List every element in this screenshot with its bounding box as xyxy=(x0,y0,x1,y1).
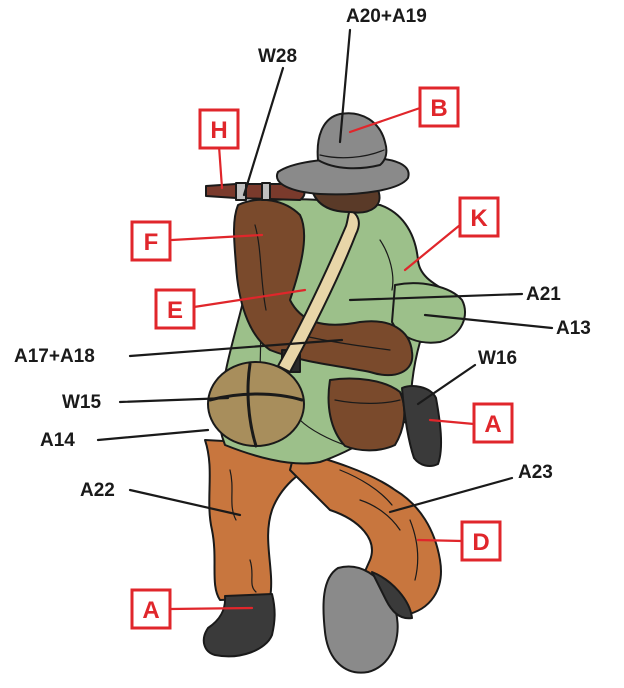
label-a17-a18: A17+A18 xyxy=(14,346,95,367)
leader-a22 xyxy=(128,488,242,517)
leader-a-bottom xyxy=(168,606,254,611)
haversack xyxy=(327,377,406,452)
leader-f xyxy=(170,233,264,242)
leader-a20-a19 xyxy=(338,28,352,144)
right-trouser-leg xyxy=(289,449,442,616)
box-e: E xyxy=(154,288,196,330)
leader-b xyxy=(348,106,422,134)
box-a-right: A xyxy=(472,402,514,444)
label-w28: W28 xyxy=(258,46,297,67)
label-w15: W15 xyxy=(62,392,102,413)
label-w16: W16 xyxy=(478,348,517,369)
leader-d xyxy=(416,538,464,543)
box-a-right-label: A xyxy=(484,411,501,438)
leader-w15 xyxy=(118,396,230,404)
box-d: D xyxy=(460,520,502,562)
soldier-illustration xyxy=(202,112,467,674)
hat-band xyxy=(319,149,385,159)
right-boot-heel xyxy=(371,571,413,620)
box-b-label: B xyxy=(430,95,447,122)
rifle-band-2 xyxy=(261,182,271,201)
part-labels: A20+A19 W28 A21 A13 A17+A18 W16 W15 A14 … xyxy=(14,6,591,501)
trouser-creases xyxy=(229,469,419,593)
haversack-flap xyxy=(334,399,401,404)
label-a22: A22 xyxy=(80,480,115,501)
leader-h xyxy=(217,144,224,190)
holster xyxy=(401,385,443,467)
box-h-label: H xyxy=(210,117,227,144)
blanket-roll xyxy=(233,198,414,377)
box-e-label: E xyxy=(167,297,183,324)
label-a23: A23 xyxy=(518,462,553,483)
box-f: F xyxy=(130,220,172,262)
label-a20-a19: A20+A19 xyxy=(346,6,427,27)
box-b: B xyxy=(418,86,460,128)
boxed-letters: B H K F E A D A xyxy=(130,86,514,630)
leader-a23 xyxy=(388,476,514,514)
leader-a21 xyxy=(348,292,524,302)
leader-a13 xyxy=(423,313,554,330)
left-boot xyxy=(202,593,276,658)
leader-a14 xyxy=(96,428,210,442)
label-a14: A14 xyxy=(40,430,75,451)
canteen xyxy=(207,361,305,447)
leader-lines xyxy=(96,28,554,517)
box-d-label: D xyxy=(472,529,489,556)
label-a13: A13 xyxy=(556,318,591,339)
label-a21: A21 xyxy=(526,284,561,305)
box-h: H xyxy=(198,108,240,150)
leader-k xyxy=(403,223,462,272)
red-leader-lines xyxy=(168,106,476,611)
box-k: K xyxy=(458,196,500,238)
hat-crown xyxy=(316,112,388,170)
box-a-bottom-label: A xyxy=(142,597,159,624)
leader-e xyxy=(192,288,307,309)
box-f-label: F xyxy=(144,229,159,256)
leader-a17-a18 xyxy=(128,338,344,358)
box-a-bottom: A xyxy=(130,588,172,630)
leader-w16 xyxy=(416,363,477,406)
leader-a-right xyxy=(428,418,476,426)
leader-w28 xyxy=(242,66,285,197)
box-k-label: K xyxy=(470,205,488,232)
